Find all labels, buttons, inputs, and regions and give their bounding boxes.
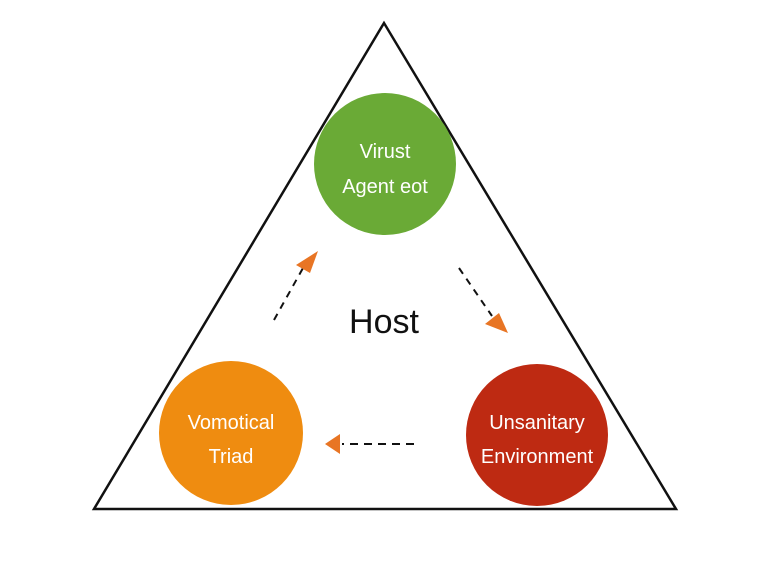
arrow-right-to-left-head [325, 434, 340, 454]
node-top-line-2: Agent eot [342, 176, 428, 198]
triangle-outline [91, 20, 679, 511]
node-top-line-1: Virust [360, 141, 411, 163]
node-top-circle [314, 93, 456, 235]
arrow-left-to-top [273, 251, 318, 321]
node-top: Virust Agent eot [314, 93, 456, 235]
arrow-right-to-left [325, 434, 414, 454]
node-left-line-1: Vomotical [188, 412, 275, 434]
node-right: Unsanitary Environment [466, 364, 608, 506]
node-right-circle [466, 364, 608, 506]
center-label: Host [349, 303, 419, 341]
node-right-line-1: Unsanitary [489, 412, 585, 434]
arrow-top-to-right [458, 267, 508, 333]
arrow-top-to-right-shaft [458, 267, 493, 317]
arrow-top-to-right-head [485, 313, 508, 333]
node-left-circle [159, 361, 303, 505]
node-left-line-2: Triad [209, 446, 254, 468]
node-right-line-2: Environment [481, 446, 594, 468]
arrow-left-to-top-head [296, 251, 318, 273]
node-left: Vomotical Triad [159, 361, 303, 505]
arrow-left-to-top-shaft [273, 267, 304, 321]
